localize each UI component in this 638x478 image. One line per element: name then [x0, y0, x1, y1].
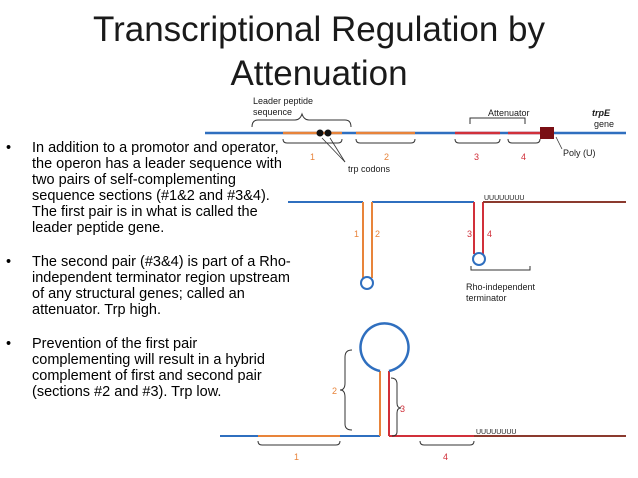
bullet-item: • In addition to a promotor and operator… [6, 140, 291, 236]
segment-4-label: 4 [521, 152, 526, 162]
segment-3-label: 3 [467, 229, 472, 239]
slide-title: Transcriptional Regulation by Attenuatio… [0, 8, 638, 96]
title-line-2: Attenuation [230, 54, 408, 93]
trp-codon-dot [324, 129, 332, 137]
trpe-gene-label: gene [594, 119, 614, 129]
poly-u-label: Poly (U) [563, 148, 596, 158]
bullet-marker: • [6, 254, 12, 270]
bullet-text: The second pair (#3&4) is part of a Rho-… [32, 254, 291, 318]
bullet-list: • In addition to a promotor and operator… [6, 140, 291, 418]
segment-3-label: 3 [400, 404, 405, 414]
trpe-label: trpE [592, 108, 611, 118]
segment-4-label: 4 [487, 229, 492, 239]
poly-u-block [540, 127, 554, 139]
rho-terminator-label-2: terminator [466, 293, 507, 303]
bullet-text: In addition to a promotor and operator, … [32, 140, 282, 236]
bullet-marker: • [6, 140, 12, 156]
bullet-marker: • [6, 336, 12, 352]
segment-2-label: 2 [332, 386, 337, 396]
bullet-text: Prevention of the first pair complementi… [32, 336, 265, 400]
attenuator-label: Attenuator [488, 108, 530, 118]
bullet-item: • The second pair (#3&4) is part of a Rh… [6, 254, 291, 318]
segment-2-label: 2 [375, 229, 380, 239]
segment-3-label: 3 [474, 152, 479, 162]
trp-low-structure [220, 322, 626, 446]
leader-peptide-label: Leader peptide [253, 96, 313, 106]
segment-4-label: 4 [443, 452, 448, 462]
segment-1-label: 1 [294, 452, 299, 462]
uuuu-label: UUUUUUUU [476, 429, 516, 436]
trp-codons-label: trp codons [348, 164, 391, 174]
trp-codon-dot [316, 129, 324, 137]
leader-peptide-label-2: sequence [253, 107, 292, 117]
segment-2-label: 2 [384, 152, 389, 162]
rho-terminator-label: Rho-independent [466, 282, 536, 292]
title-line-1: Transcriptional Regulation by [93, 10, 545, 49]
segment-1-label: 1 [354, 229, 359, 239]
trp-high-structure [288, 201, 626, 290]
bullet-item: • Prevention of the first pair complemen… [6, 336, 291, 400]
linear-mrna [205, 112, 626, 163]
segment-1-label: 1 [310, 152, 315, 162]
uuuu-label: UUUUUUUU [484, 195, 524, 202]
